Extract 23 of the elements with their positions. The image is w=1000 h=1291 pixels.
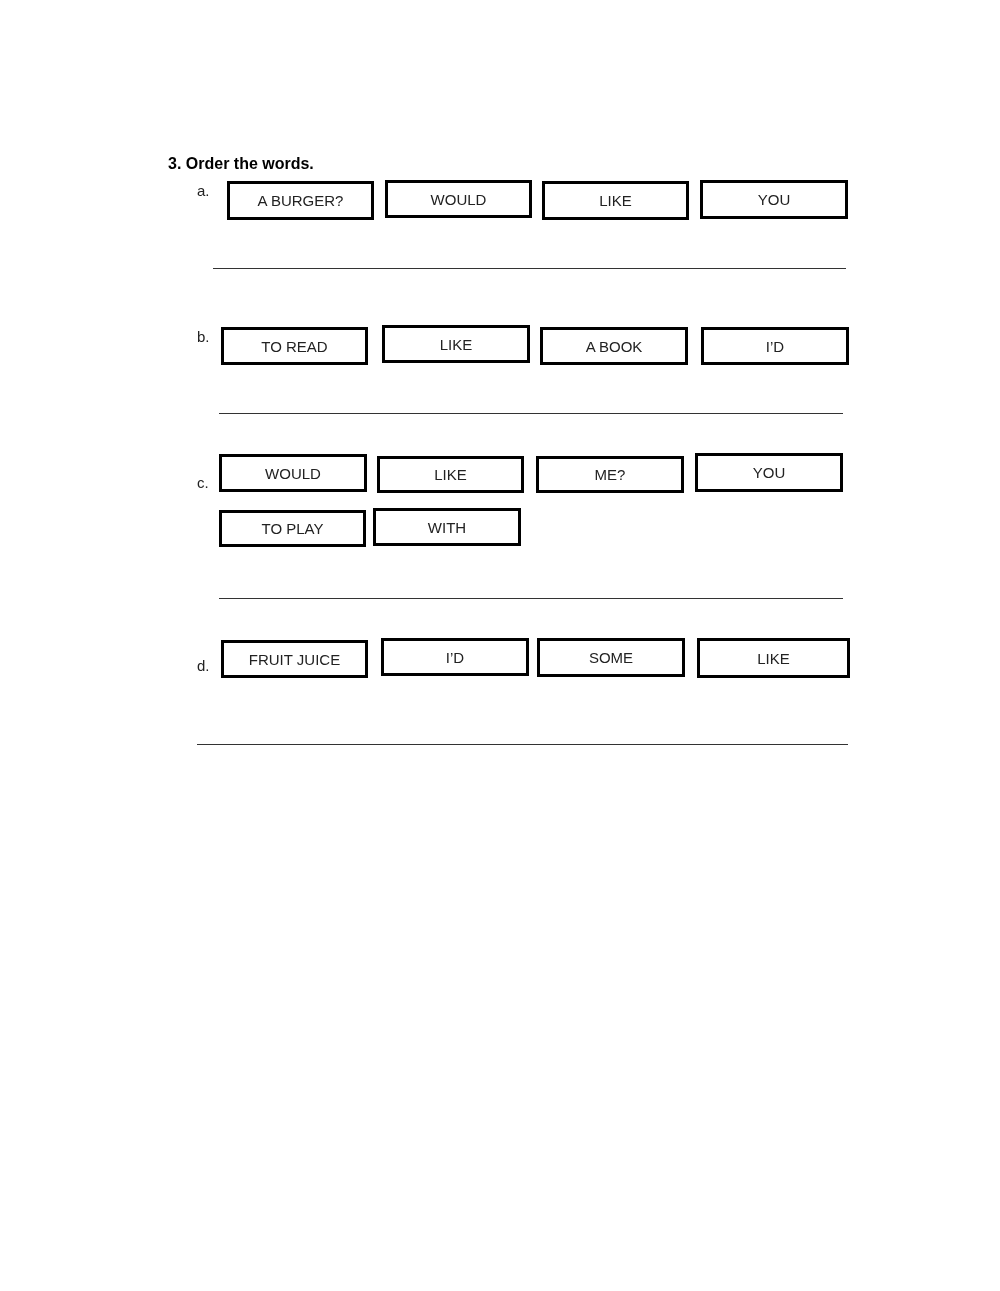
word-card: LIKE (697, 638, 850, 678)
word-card: WOULD (385, 180, 532, 218)
item-letter: c. (197, 474, 209, 491)
word-card: FRUIT JUICE (221, 640, 368, 678)
word-card: I’D (701, 327, 849, 365)
word-card: YOU (695, 453, 843, 492)
word-card: YOU (700, 180, 848, 219)
word-card: A BURGER? (227, 181, 374, 220)
word-card: LIKE (542, 181, 689, 220)
word-card: LIKE (382, 325, 530, 363)
word-card: I’D (381, 638, 529, 676)
word-card: TO READ (221, 327, 368, 365)
item-letter: a. (197, 182, 210, 199)
word-card: WITH (373, 508, 521, 546)
word-card: TO PLAY (219, 510, 366, 547)
word-card: ME? (536, 456, 684, 493)
word-card: LIKE (377, 456, 524, 493)
word-card: WOULD (219, 454, 367, 492)
word-card: SOME (537, 638, 685, 677)
item-letter: b. (197, 328, 210, 345)
word-card: A BOOK (540, 327, 688, 365)
item-letter: d. (197, 657, 210, 674)
question-heading: 3. Order the words. (168, 155, 314, 173)
